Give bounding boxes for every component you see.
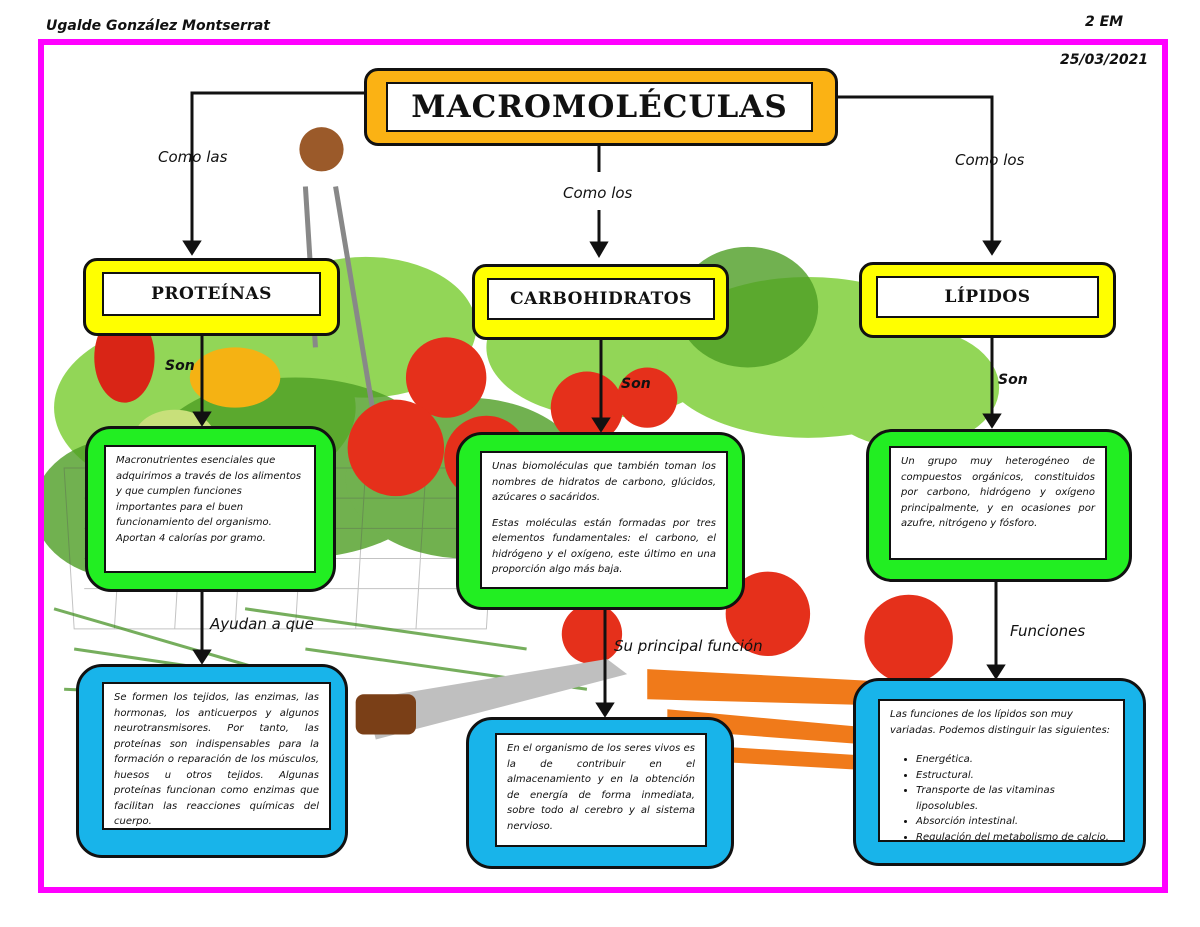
heading-proteinas: PROTEÍNAS	[102, 272, 321, 316]
detail-text-lipidos: Las funciones de los lípidos son muy var…	[878, 699, 1125, 845]
list-item: Transporte de las vitaminas liposolubles…	[916, 783, 1113, 814]
detail-box-proteinas: Se formen los tejidos, las enzimas, las …	[76, 664, 348, 858]
definition-text-carbohidratos: Unas biomoléculas que también toman los …	[480, 451, 728, 589]
connector-label-right: Como los	[955, 151, 1025, 169]
list-item: Estructural.	[916, 768, 1113, 784]
list-item: Energética.	[916, 752, 1113, 768]
heading-box-carbohidratos: CARBOHIDRATOS	[472, 264, 729, 340]
definition-box-proteinas: Macronutrientes esenciales que adquirimo…	[85, 426, 336, 592]
title-box: MACROMOLÉCULAS	[364, 68, 838, 146]
definition-text-proteinas: Macronutrientes esenciales que adquirimo…	[104, 445, 316, 573]
definition-text-lipidos: Un grupo muy heterogéneo de compuestos o…	[889, 446, 1107, 560]
detail-text-proteinas: Se formen los tejidos, las enzimas, las …	[102, 682, 331, 830]
detail-box-lipidos: Las funciones de los lípidos son muy var…	[853, 678, 1146, 866]
link-label-proteinas-son: Son	[165, 358, 195, 374]
link-label-proteinas-ayudan: Ayudan a que	[210, 615, 314, 633]
page-frame	[38, 39, 1168, 893]
date-label: 25/03/2021	[1060, 52, 1149, 68]
connector-label-center: Como los	[563, 184, 633, 202]
detail-intro-lipidos: Las funciones de los lípidos son muy var…	[890, 709, 1111, 736]
group-label: 2 EM	[1085, 14, 1124, 30]
list-item: Regulación del metabolismo de calcio.	[916, 830, 1113, 846]
detail-box-carbohidratos: En el organismo de los seres vivos es la…	[466, 717, 734, 869]
list-item: Absorción intestinal.	[916, 814, 1113, 830]
heading-box-lipidos: LÍPIDOS	[859, 262, 1116, 338]
definition-text-carbohidratos-p1: Unas biomoléculas que también toman los …	[492, 461, 716, 503]
definition-text-carbohidratos-p2: Estas moléculas están formadas por tres …	[492, 517, 716, 576]
link-label-carbohidratos-son: Son	[621, 376, 651, 392]
link-label-carbohidratos-funcion: Su principal función	[614, 637, 763, 655]
definition-box-lipidos: Un grupo muy heterogéneo de compuestos o…	[866, 429, 1132, 582]
link-label-lipidos-funciones: Funciones	[1010, 622, 1086, 640]
connector-label-left: Como las	[158, 148, 228, 166]
author-name: Ugalde González Montserrat	[46, 18, 270, 34]
link-label-lipidos-son: Son	[998, 372, 1028, 388]
heading-lipidos: LÍPIDOS	[876, 276, 1099, 318]
heading-box-proteinas: PROTEÍNAS	[83, 258, 340, 336]
definition-box-carbohidratos: Unas biomoléculas que también toman los …	[456, 432, 745, 610]
detail-text-carbohidratos: En el organismo de los seres vivos es la…	[495, 733, 707, 847]
page-title: MACROMOLÉCULAS	[386, 82, 813, 132]
heading-carbohidratos: CARBOHIDRATOS	[487, 278, 715, 320]
functions-list-lipidos: Energética. Estructural. Transporte de l…	[890, 752, 1113, 845]
